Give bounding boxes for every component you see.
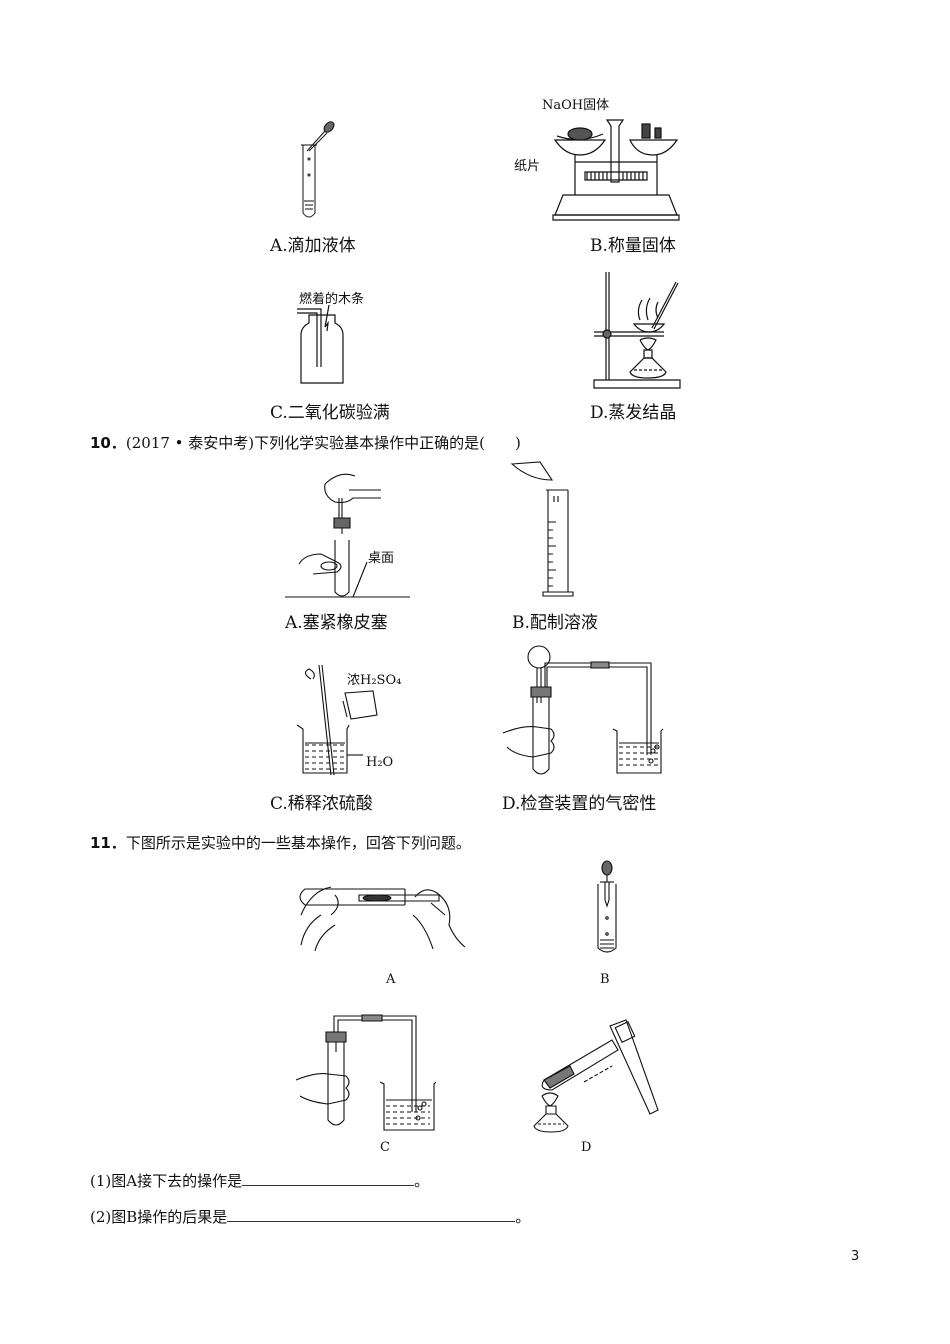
question-10-source: (2017 • 泰安中考) [125, 434, 255, 452]
figure-10c-caption: C.稀释浓硫酸 [270, 794, 373, 814]
dilution-drawing [295, 655, 395, 780]
figure-9b-caption: B.称量固体 [590, 236, 676, 256]
subquestion-2: (2)图B操作的后果是 。 [90, 1206, 530, 1227]
question-11-number: 11． [90, 834, 126, 852]
question-10: 10．(2017 • 泰安中考)下列化学实验基本操作中正确的是( ) [90, 432, 521, 453]
figure-10d-caption: D.检查装置的气密性 [502, 794, 657, 814]
label-naoh-solid: NaOH固体 [542, 98, 610, 113]
label-burning-stick: 燃着的木条 [299, 292, 365, 307]
question-11-text: 下图所示是实验中的一些基本操作，回答下列问题。 [125, 834, 471, 852]
figure-9c-caption: C.二氧化碳验满 [270, 403, 390, 423]
figure-11b-label: B [600, 972, 610, 987]
dropper-test-tube-drawing [295, 135, 335, 225]
gas-bottle-drawing [295, 305, 355, 390]
figure-11a-label: A [386, 972, 396, 987]
subquestion-1: (1)图A接下去的操作是 。 [90, 1170, 429, 1191]
label-paper: 纸片 [514, 159, 541, 174]
page-number: 3 [851, 1249, 860, 1264]
airtightness-check-drawing [503, 643, 673, 783]
subquestion-2-suffix: 。 [515, 1208, 531, 1226]
subquestion-1-prefix: (1)图A接下去的操作是 [90, 1172, 243, 1190]
answer-blank-2[interactable] [227, 1207, 516, 1222]
subquestion-1-suffix: 。 [414, 1172, 430, 1190]
powder-loading-drawing [295, 885, 465, 955]
figure-9d-caption: D.蒸发结晶 [590, 403, 677, 423]
question-10-number: 10． [90, 434, 126, 452]
dropper-test-tube-2-drawing [592, 860, 622, 955]
subquestion-2-prefix: (2)图B操作的后果是 [90, 1208, 228, 1226]
figure-10a-caption: A.塞紧橡皮塞 [285, 613, 388, 633]
label-water: H₂O [366, 755, 394, 770]
heating-test-tube-drawing [530, 1018, 660, 1136]
stopper-test-tube-drawing [285, 470, 410, 600]
airtightness-check-2-drawing [296, 1012, 456, 1130]
figure-11d-label: D [581, 1140, 592, 1155]
question-11: 11．下图所示是实验中的一些基本操作，回答下列问题。 [90, 832, 471, 853]
balance-drawing [545, 110, 685, 222]
graduated-cylinder-drawing [510, 460, 580, 600]
figure-10b-caption: B.配制溶液 [512, 613, 598, 633]
label-conc-acid: 浓H₂SO₄ [347, 673, 402, 688]
label-desk: 桌面 [368, 551, 395, 566]
evaporation-drawing [592, 272, 687, 390]
answer-blank-1[interactable] [242, 1171, 415, 1186]
figure-11c-label: C [380, 1140, 390, 1155]
question-10-text: 下列化学实验基本操作中正确的是( ) [254, 434, 521, 452]
figure-9a-caption: A.滴加液体 [270, 236, 356, 256]
